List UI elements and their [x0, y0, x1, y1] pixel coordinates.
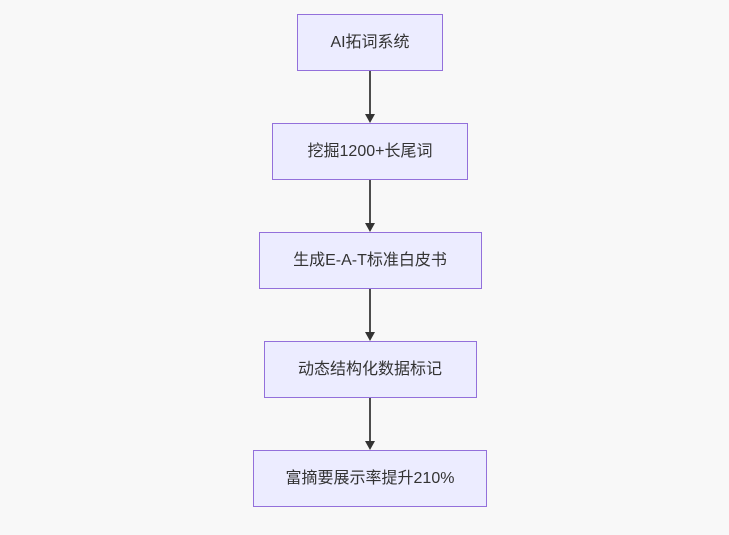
flow-node-ai-word-system: AI拓词系统	[297, 14, 443, 71]
arrow-down-icon	[365, 441, 375, 450]
edge-line	[369, 289, 371, 332]
flow-node-longtail-mining: 挖掘1200+长尾词	[272, 123, 468, 180]
flow-node-rich-snippet-result: 富摘要展示率提升210%	[253, 450, 487, 507]
edge-connector	[365, 289, 375, 341]
edge-line	[369, 180, 371, 223]
arrow-down-icon	[365, 223, 375, 232]
arrow-down-icon	[365, 332, 375, 341]
edge-connector	[365, 71, 375, 123]
edge-connector	[365, 180, 375, 232]
edge-connector	[365, 398, 375, 450]
flowchart-column: AI拓词系统 挖掘1200+长尾词 生成E-A-T标准白皮书 动态结构化数据标记…	[253, 14, 487, 507]
edge-line	[369, 398, 371, 441]
arrow-down-icon	[365, 114, 375, 123]
flow-node-eat-whitepaper: 生成E-A-T标准白皮书	[258, 232, 482, 289]
flow-node-structured-data: 动态结构化数据标记	[263, 341, 477, 398]
edge-line	[369, 71, 371, 114]
